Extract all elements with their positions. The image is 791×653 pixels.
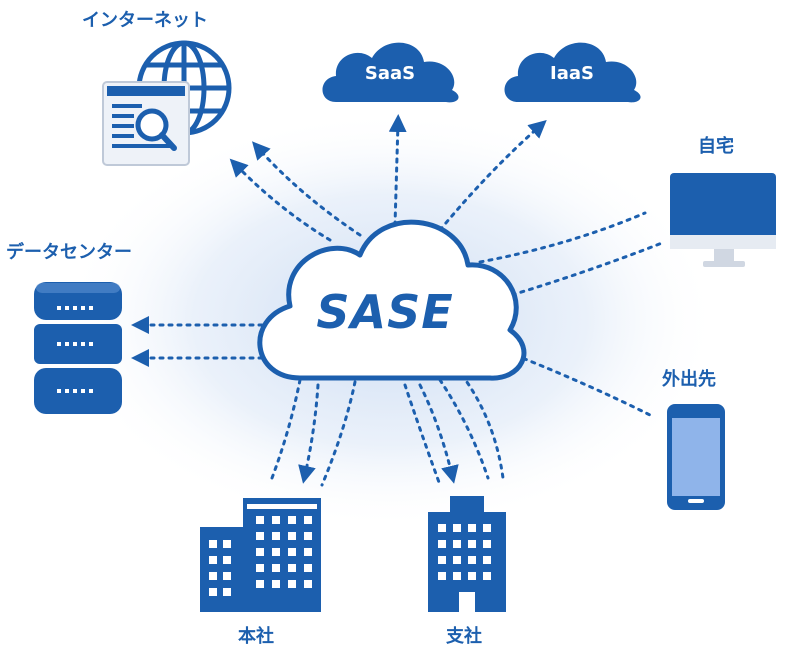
iaas-label: IaaS [550,63,594,84]
connector-hq-1 [270,378,302,480]
saas-cloud-icon [322,42,459,103]
headquarters-building-icon [200,498,321,612]
connector-internet-1 [229,158,332,242]
globe-browser-search-icon [102,40,232,166]
connector-branch-3 [438,378,490,480]
server-icon [34,282,122,414]
smartphone-icon [667,404,725,510]
connector-iaas [438,120,547,232]
connector-home-1 [478,211,647,264]
internet-label: インターネット [82,10,208,31]
sase-label: SASE [316,285,454,339]
sase-cloud-icon [257,219,527,381]
connector-hq-3 [320,380,357,487]
branch-label: 支社 [446,626,482,647]
monitor-icon [670,173,776,267]
saas-label: SaaS [364,63,416,84]
connector-saas [388,114,407,227]
hq-label: 本社 [238,626,274,647]
branch-building-icon [428,496,506,612]
connector-hq-2 [298,383,320,484]
mobile-label: 外出先 [662,369,716,390]
datacenter-label: データセンター [6,242,132,263]
connector-branch-2 [418,383,459,484]
connector-internet-2 [252,141,362,237]
connector-branch-1 [403,383,442,487]
home-label: 自宅 [698,136,734,157]
connector-mobile [513,353,652,417]
iaas-cloud-icon [504,42,641,103]
connector-branch-4 [460,373,505,480]
